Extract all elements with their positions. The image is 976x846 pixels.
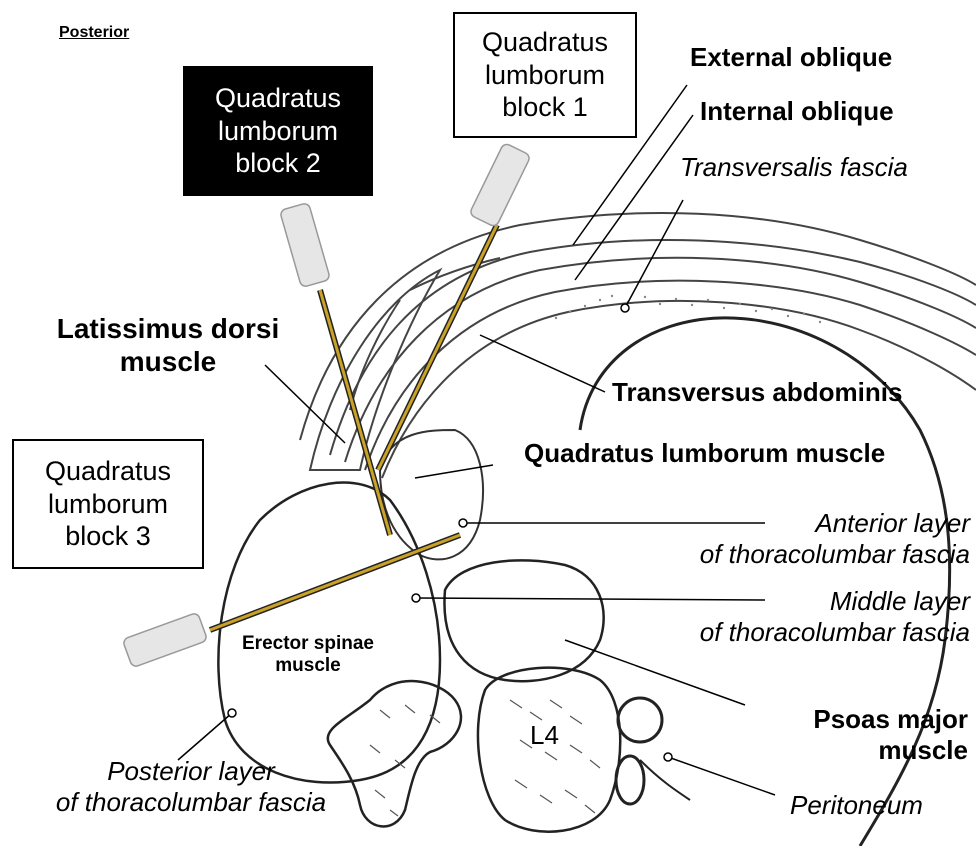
qlb1-box: Quadratus lumborum block 1	[453, 12, 637, 138]
middle-line2: of thoracolumbar fascia	[600, 617, 970, 648]
psoas-line1: Psoas major	[740, 704, 968, 735]
anterior-line2: of thoracolumbar fascia	[600, 539, 970, 570]
label-external-oblique: External oblique	[690, 42, 892, 73]
label-middle-layer: Middle layer of thoracolumbar fascia	[600, 586, 970, 647]
qlb1-line1: Quadratus	[482, 26, 608, 58]
erector-line2: muscle	[232, 655, 384, 677]
posterior-line2: of thoracolumbar fascia	[6, 787, 376, 818]
qlb3-box: Quadratus lumborum block 3	[12, 439, 204, 569]
qlb1-line2: lumborum	[485, 59, 605, 91]
latissimus-line1: Latissimus dorsi	[33, 312, 303, 345]
label-anterior-layer: Anterior layer of thoracolumbar fascia	[600, 508, 970, 569]
qlb3-line2: lumborum	[48, 488, 168, 520]
posterior-line1: Posterior layer	[6, 756, 376, 787]
psoas-major-shape	[444, 560, 603, 681]
middle-line1: Middle layer	[600, 586, 970, 617]
label-transversalis-fascia: Transversalis fascia	[680, 152, 908, 183]
label-vertebra: L4	[530, 720, 559, 751]
aorta-circle	[618, 698, 662, 742]
latissimus-line2: muscle	[33, 345, 303, 378]
qlb2-box: Quadratus lumborum block 2	[183, 66, 373, 196]
anterior-line1: Anterior layer	[600, 508, 970, 539]
qlb2-line1: Quadratus	[215, 82, 341, 114]
qlb1-line3: block 1	[502, 91, 588, 123]
label-psoas-major: Psoas major muscle	[740, 704, 968, 765]
qlb2-line3: block 2	[235, 147, 321, 179]
label-quadratus-lumborum-muscle: Quadratus lumborum muscle	[524, 438, 885, 469]
qlb3-line1: Quadratus	[45, 455, 171, 487]
label-erector-spinae: Erector spinae muscle	[232, 633, 384, 678]
label-internal-oblique: Internal oblique	[700, 96, 894, 127]
bone-hatching	[370, 700, 600, 816]
vena-cava	[616, 756, 644, 804]
qlb3-line3: block 3	[65, 520, 151, 552]
label-latissimus-dorsi: Latissimus dorsi muscle	[33, 312, 303, 378]
orientation-label: Posterior	[59, 24, 129, 43]
label-peritoneum: Peritoneum	[790, 790, 923, 821]
erector-line1: Erector spinae	[232, 633, 384, 655]
qlb2-line2: lumborum	[218, 115, 338, 147]
label-posterior-layer: Posterior layer of thoracolumbar fascia	[6, 756, 376, 817]
label-transversus-abdominis: Transversus abdominis	[612, 377, 902, 408]
psoas-line2: muscle	[740, 735, 968, 766]
